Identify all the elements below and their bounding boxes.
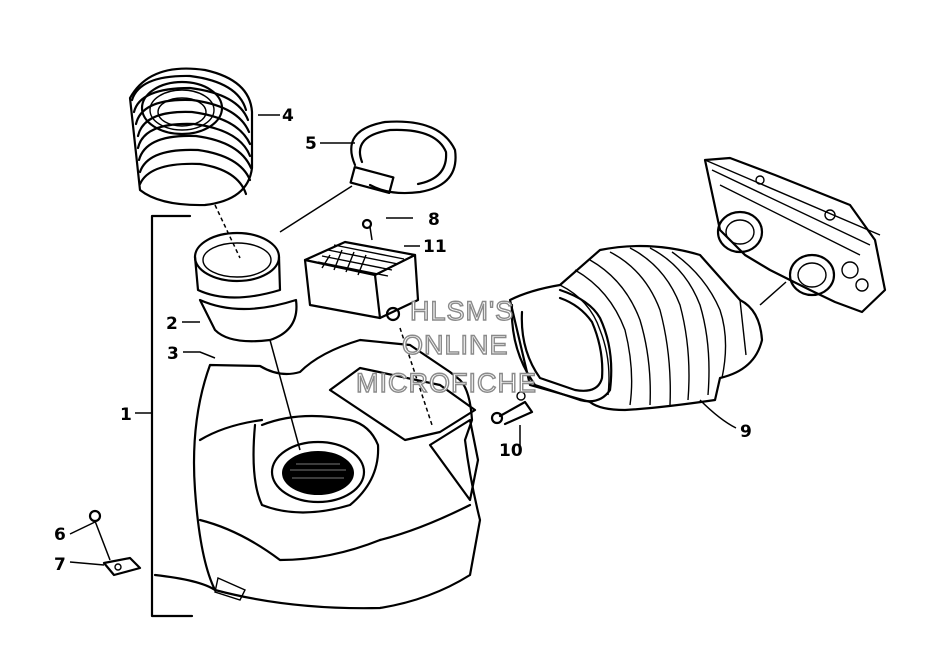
part-4-bellows [128,67,254,207]
callout-9: 9 [740,422,752,442]
carburetor-assembly [703,156,887,314]
callout-8: 8 [428,210,440,230]
part-6-screw [88,509,111,561]
watermark-line-3: MICROFICHE [356,368,537,398]
part-2-adapter [193,231,298,343]
callout-10: 10 [499,441,523,461]
callout-2: 2 [166,314,178,334]
callout-4: 4 [282,106,294,126]
callout-11: 11 [423,237,447,257]
part-5-clamp [349,120,457,195]
watermark-line-1: HLSM'S [410,296,514,326]
part-10-clamp [490,391,534,426]
callout-7: 7 [54,555,66,575]
callout-6: 6 [54,525,66,545]
callout-3: 3 [167,344,179,364]
callout-5: 5 [305,134,317,154]
part-11-filter-box [303,240,420,322]
watermark-line-2: ONLINE [402,330,509,360]
watermark: HLSM'S ONLINE MICROFICHE [355,295,537,398]
part-7-bracket [102,556,142,577]
assembly-bracket [135,214,194,618]
part-1-airbox [153,338,482,610]
leader-lines [69,114,521,566]
air-filter-mesh [282,451,354,495]
part-9-intake-boot [508,244,764,429]
callout-1: 1 [120,405,132,425]
part-8-screw [361,218,373,241]
